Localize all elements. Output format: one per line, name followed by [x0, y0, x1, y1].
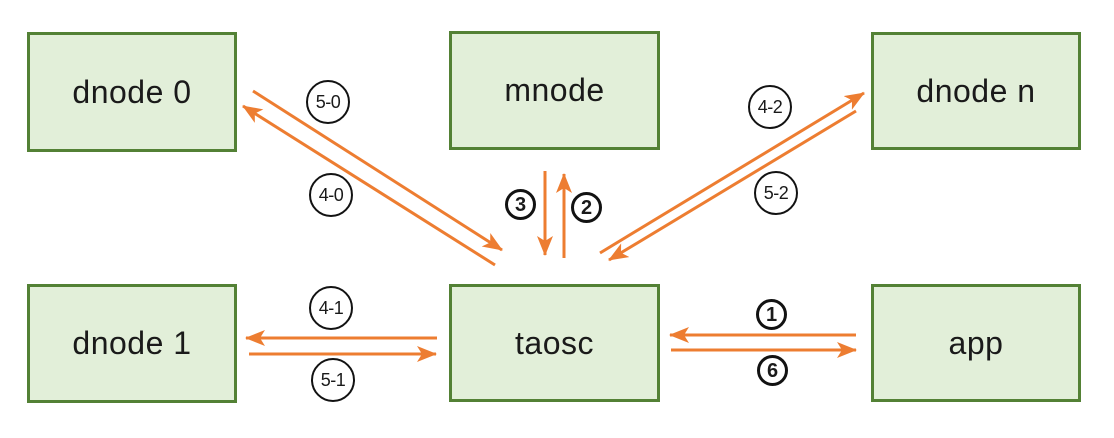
arrow-dnode0-to-taosc	[252, 89, 503, 252]
node-taosc: taosc	[449, 284, 660, 402]
edge-label-5-0: 5-0	[306, 80, 350, 124]
node-dnoden: dnode n	[871, 32, 1081, 150]
edge-label-4-0: 4-0	[309, 173, 353, 217]
node-mnode: mnode	[449, 31, 660, 150]
node-dnode0: dnode 0	[27, 32, 237, 152]
arrow-taosc-to-dnode0	[242, 104, 496, 267]
node-dnode0-label: dnode 0	[72, 73, 192, 110]
node-dnoden-label: dnode n	[916, 72, 1036, 109]
node-dnode1: dnode 1	[27, 284, 237, 403]
edge-label-1: 1	[756, 299, 787, 330]
edge-label-4-1: 4-1	[309, 286, 353, 330]
node-app: app	[871, 284, 1081, 402]
node-taosc-label: taosc	[515, 324, 594, 361]
edge-label-5-1: 5-1	[311, 358, 355, 402]
edge-label-5-2: 5-2	[754, 171, 798, 215]
arrow-dnoden-to-taosc	[608, 109, 857, 262]
node-app-label: app	[948, 324, 1004, 361]
edge-label-6: 6	[757, 355, 788, 386]
node-dnode1-label: dnode 1	[72, 325, 192, 361]
node-mnode-label: mnode	[504, 72, 605, 108]
edge-label-2: 2	[571, 192, 602, 223]
edge-label-4-2: 4-2	[748, 85, 792, 129]
arrow-taosc-to-dnoden	[599, 91, 865, 255]
edge-label-3: 3	[505, 189, 536, 220]
